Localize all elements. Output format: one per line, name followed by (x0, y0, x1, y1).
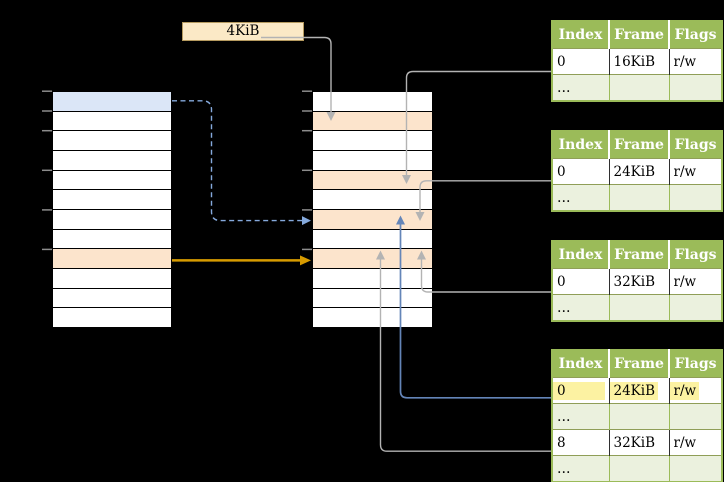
memory-row (313, 190, 432, 211)
cell-index: 0 (552, 158, 610, 185)
memory-row (53, 249, 171, 270)
memory-row (53, 269, 171, 289)
table-row: … (552, 184, 722, 211)
memory-row (53, 288, 171, 309)
col-header-flags: Flags (669, 131, 722, 159)
page-table-24kib: Index Frame Flags 0 24KiB r/w … (551, 130, 723, 212)
page-table-16kib: Index Frame Flags 0 16KiB r/w … (551, 20, 723, 102)
page-table-32kib: Index Frame Flags 0 32KiB r/w … (551, 240, 723, 322)
page-size-label: 4KiB (182, 22, 304, 41)
arrow-virtual-page0-to-frame-24kib (172, 100, 311, 226)
memory-row (53, 229, 171, 250)
virtual-memory-column (52, 91, 172, 328)
cell-flags (668, 455, 722, 482)
memory-row (53, 210, 171, 230)
memory-row (313, 170, 432, 191)
cell-index: … (552, 74, 610, 101)
cell-flags (668, 184, 722, 211)
table-row: 0 32KiB r/w (552, 268, 722, 295)
cell-flags: r/w (668, 158, 722, 185)
cell-frame (608, 294, 670, 321)
col-header-flags: Flags (669, 241, 722, 269)
cell-flags (668, 294, 722, 321)
table-row: 8 32KiB r/w (552, 429, 722, 456)
memory-row (53, 92, 171, 112)
cell-index: 0 (552, 377, 610, 404)
cell-index: … (552, 455, 610, 482)
memory-row (313, 210, 432, 230)
table-header-row: Index Frame Flags (552, 21, 722, 49)
table-row: 0 24KiB r/w (552, 158, 722, 185)
memory-row (313, 269, 432, 289)
memory-row (313, 92, 432, 112)
col-header-index: Index (552, 350, 610, 378)
memory-row (313, 111, 432, 132)
memory-row (313, 151, 432, 171)
cell-frame (608, 74, 670, 101)
col-header-index: Index (552, 21, 610, 49)
table-header-row: Index Frame Flags (552, 131, 722, 159)
memory-row (53, 190, 171, 211)
cell-frame: 32KiB (608, 429, 670, 456)
virtual-address-ticks (42, 90, 52, 251)
highlight-flags: r/w (670, 381, 700, 400)
col-header-frame: Frame (609, 241, 670, 269)
cell-index: 0 (552, 48, 610, 75)
cell-frame (608, 403, 670, 430)
cell-index: … (552, 184, 610, 211)
cell-flags (668, 74, 722, 101)
col-header-flags: Flags (669, 350, 722, 378)
table-row: … (552, 403, 722, 430)
cell-flags: r/w (668, 268, 722, 295)
col-header-frame: Frame (609, 21, 670, 49)
table-row: … (552, 74, 722, 101)
col-header-index: Index (552, 241, 610, 269)
page-size-label-text: 4KiB (226, 23, 260, 39)
cell-flags: r/w (668, 48, 722, 75)
memory-row (53, 170, 171, 191)
cell-index: … (552, 403, 610, 430)
page-table-mixed: Index Frame Flags 0 24KiB r/w … (551, 349, 723, 482)
table-header-row: Index Frame Flags (552, 241, 722, 269)
cell-frame: 32KiB (608, 268, 670, 295)
memory-row (313, 288, 432, 309)
cell-frame: 24KiB (608, 377, 670, 404)
memory-row (313, 229, 432, 250)
cell-index: 0 (552, 268, 610, 295)
memory-row (313, 308, 432, 328)
cell-flags: r/w (668, 429, 722, 456)
memory-row (313, 249, 432, 270)
col-header-flags: Flags (669, 21, 722, 49)
memory-row (53, 308, 171, 328)
cell-frame: 16KiB (608, 48, 670, 75)
cell-index: … (552, 294, 610, 321)
memory-row (53, 111, 171, 132)
highlight-frame: 24KiB (610, 381, 659, 400)
memory-row (313, 131, 432, 152)
memory-row (53, 131, 171, 152)
col-header-frame: Frame (609, 131, 670, 159)
cell-frame (608, 455, 670, 482)
memory-row (53, 151, 171, 171)
table-row: 0 16KiB r/w (552, 48, 722, 75)
physical-address-ticks (302, 90, 312, 251)
highlight-index: 0 (553, 381, 605, 400)
cell-index: 8 (552, 429, 610, 456)
table-header-row: Index Frame Flags (552, 350, 722, 378)
table-row: … (552, 294, 722, 321)
cell-flags (668, 403, 722, 430)
cell-frame: 24KiB (608, 158, 670, 185)
cell-frame (608, 184, 670, 211)
cell-flags: r/w (668, 377, 722, 404)
col-header-index: Index (552, 131, 610, 159)
col-header-frame: Frame (609, 350, 670, 378)
table-row: … (552, 455, 722, 482)
table-row-highlighted: 0 24KiB r/w (552, 377, 722, 404)
physical-memory-column (312, 91, 433, 328)
